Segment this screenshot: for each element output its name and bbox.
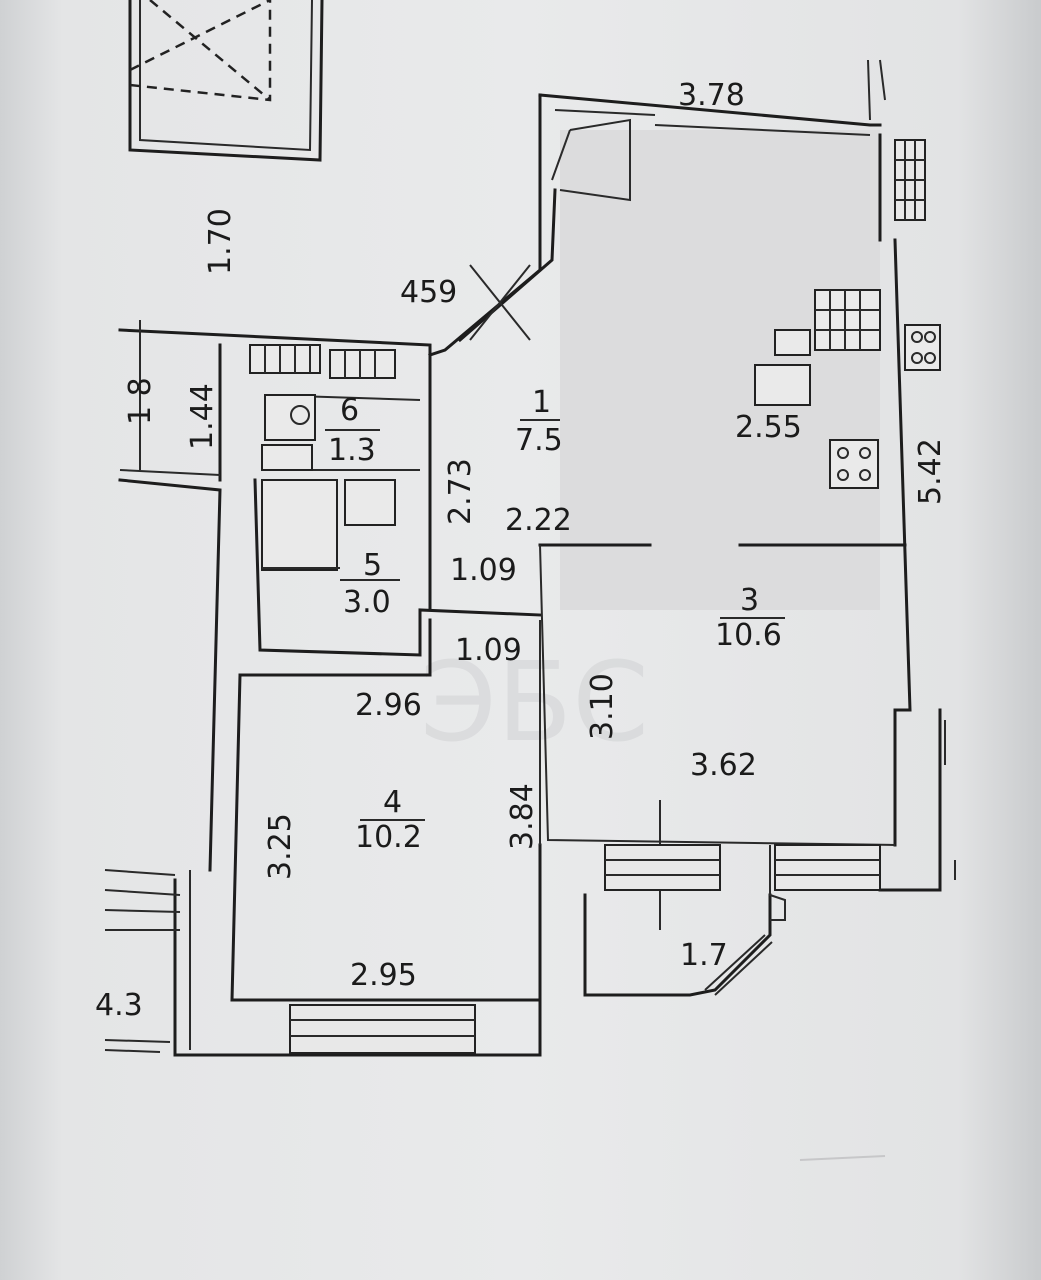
living-area-shade xyxy=(560,130,880,610)
watermark: ЭБС xyxy=(420,638,649,766)
faint-line xyxy=(799,1155,886,1161)
window-living-left xyxy=(604,844,721,891)
dim-3-25: 3.25 xyxy=(263,813,298,880)
room-6-number: 6 xyxy=(340,393,359,428)
dim-2-55: 2.55 xyxy=(735,410,802,445)
radiator-1 xyxy=(249,344,321,374)
windows xyxy=(289,139,926,1054)
kitchen-cabinet xyxy=(814,289,881,351)
dim-1-70: 1.70 xyxy=(203,208,238,275)
apartment-walls xyxy=(104,59,956,1057)
window-bedroom xyxy=(289,1004,476,1054)
door-closet xyxy=(551,118,631,202)
dim-3-10: 3.10 xyxy=(585,673,620,740)
room-5-area: 3.0 xyxy=(343,585,391,620)
external-stove-icon xyxy=(904,324,941,371)
dim-4-3: 4.3 xyxy=(95,988,143,1023)
radiators xyxy=(249,289,881,379)
kitchen-sink xyxy=(754,364,811,406)
room-4-number: 4 xyxy=(383,785,402,820)
dim-1-09-lower: 1.09 xyxy=(455,633,522,668)
bathtub-icon xyxy=(261,479,338,571)
dim-1-44: 1.44 xyxy=(185,383,220,450)
dimension-labels: 3.78 1.70 459 1.44 1 8 2.73 2.55 5.42 2.… xyxy=(95,78,948,1023)
room-1-area: 7.5 xyxy=(515,423,563,458)
dim-459: 459 xyxy=(400,275,457,310)
room-4-area: 10.2 xyxy=(355,820,422,855)
room-3-area: 10.6 xyxy=(715,618,782,653)
washbasin-icon xyxy=(344,479,396,526)
room-labels: 1 7.5 3 10.6 4 10.2 5 3.0 6 1.3 xyxy=(325,385,785,855)
dim-2-96: 2.96 xyxy=(355,688,422,723)
radiator-2 xyxy=(329,349,396,379)
dim-2-95: 2.95 xyxy=(350,958,417,993)
toilet-icon xyxy=(264,394,316,441)
bathroom-fixtures xyxy=(261,394,396,571)
room-6-area: 1.3 xyxy=(328,433,376,468)
kitchen-fixtures xyxy=(754,324,941,489)
dim-1-7: 1.7 xyxy=(680,938,728,973)
dim-1-09-upper: 1.09 xyxy=(450,553,517,588)
room-1-number: 1 xyxy=(532,385,551,420)
stove-icon xyxy=(829,439,879,489)
dim-3-84: 3.84 xyxy=(505,783,540,850)
room-3-number: 3 xyxy=(740,583,759,618)
kitchen-sink-top xyxy=(774,329,811,356)
dim-2-22: 2.22 xyxy=(505,503,572,538)
entry-door-marker xyxy=(469,264,531,341)
dim-5-42: 5.42 xyxy=(913,438,948,505)
dim-3-62: 3.62 xyxy=(690,748,757,783)
dim-1-8: 1 8 xyxy=(123,377,158,425)
dim-2-73: 2.73 xyxy=(443,458,478,525)
window-living-right xyxy=(774,844,881,891)
sink-icon-small xyxy=(261,444,313,471)
shaft-top-left xyxy=(128,0,324,162)
dim-3-78: 3.78 xyxy=(678,78,745,113)
room-5-number: 5 xyxy=(363,548,382,583)
